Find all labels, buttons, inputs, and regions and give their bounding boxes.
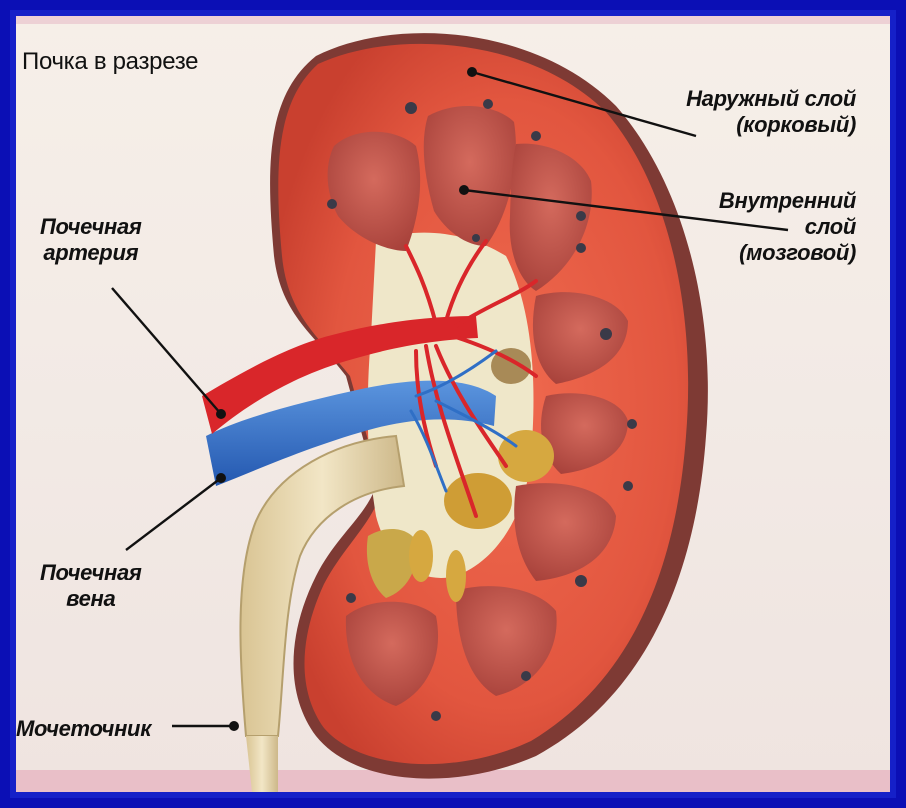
label-medulla-line1: Внутренний bbox=[719, 188, 856, 214]
label-medulla: Внутренний слой (мозговой) bbox=[719, 188, 856, 266]
label-cortex-line1: Наружный слой bbox=[686, 86, 856, 112]
label-cortex-line2: (корковый) bbox=[686, 112, 856, 138]
label-ureter: Мочеточник bbox=[16, 716, 151, 742]
label-medulla-line2: слой bbox=[719, 214, 856, 240]
label-artery-line2: артерия bbox=[40, 240, 142, 266]
page: Почка в разрезе Наружный слой (корковый)… bbox=[16, 16, 890, 792]
ureter-lower bbox=[246, 736, 278, 792]
diagram-title: Почка в разрезе bbox=[22, 48, 198, 76]
label-medulla-line3: (мозговой) bbox=[719, 240, 856, 266]
label-vein-line2: вена bbox=[40, 586, 142, 612]
label-cortex: Наружный слой (корковый) bbox=[686, 86, 856, 138]
label-artery-line1: Почечная bbox=[40, 214, 142, 240]
label-renal-artery: Почечная артерия bbox=[40, 214, 142, 266]
label-renal-vein: Почечная вена bbox=[40, 560, 142, 612]
label-vein-line1: Почечная bbox=[40, 560, 142, 586]
blue-frame: Почка в разрезе Наружный слой (корковый)… bbox=[10, 10, 896, 798]
